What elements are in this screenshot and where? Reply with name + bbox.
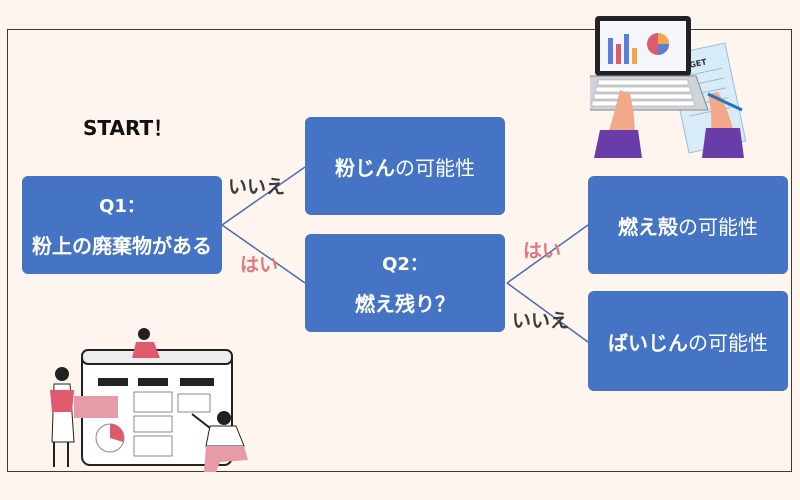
question-1-box: Q1： 粉上の廃棄物がある	[22, 176, 222, 274]
start-label: START！	[83, 116, 174, 140]
question-2-title: Q2：	[382, 253, 428, 275]
connector-q2-r2	[506, 224, 589, 284]
question-1-title: Q1：	[99, 195, 145, 217]
edge-label-q1-yes: はい	[240, 254, 279, 276]
question-1-text: 粉上の廃棄物がある	[32, 233, 212, 258]
result-1-thin: の可能性	[395, 155, 475, 180]
edge-label-q2-yes: はい	[523, 240, 562, 262]
laptop-illustration: DGET	[590, 16, 747, 158]
diagram-frame	[7, 29, 792, 472]
edge-label-q2-no: いいえ	[512, 310, 570, 332]
result-2-bold: 燃え殻	[618, 214, 678, 239]
result-2-thin: の可能性	[678, 214, 758, 239]
connector-q2-r3	[506, 282, 589, 343]
result-2-box: 燃え殻の可能性	[588, 176, 788, 274]
connector-q1-r1	[221, 166, 306, 226]
result-1-box: 粉じんの可能性	[305, 117, 505, 215]
team-illustration	[50, 328, 248, 472]
edge-label-q1-no: いいえ	[228, 176, 286, 198]
result-3-thin: の可能性	[688, 330, 768, 355]
result-3-box: ばいじんの可能性	[588, 291, 788, 391]
connector-q1-q2	[221, 224, 306, 284]
question-2-text: 燃え残り？	[355, 291, 455, 316]
question-2-box: Q2： 燃え残り？	[305, 234, 505, 332]
result-3-bold: ばいじん	[608, 330, 688, 355]
result-1-bold: 粉じん	[335, 155, 395, 180]
